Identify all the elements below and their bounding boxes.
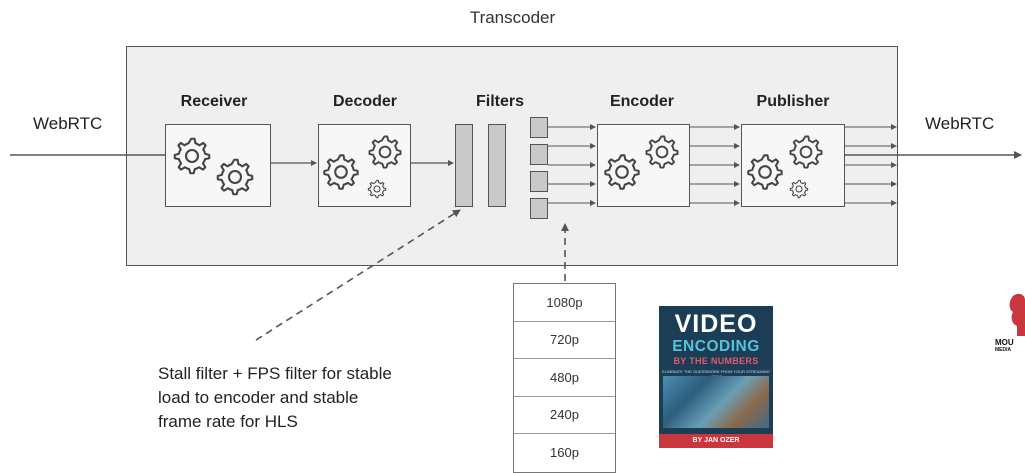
gear-icon xyxy=(368,135,402,169)
book-subtitle-2: BY THE NUMBERS xyxy=(673,356,759,366)
scaler-filter-2 xyxy=(530,144,548,165)
input-label: WebRTC xyxy=(33,114,103,133)
gear-icon xyxy=(747,154,783,190)
stage-label-filters: Filters xyxy=(475,93,524,110)
resolution-row: 480p xyxy=(514,359,615,397)
output-label: WebRTC xyxy=(925,114,995,133)
stall-filter-bar xyxy=(455,124,473,207)
stage-label-decoder: Decoder xyxy=(332,93,398,110)
note-line: frame rate for HLS xyxy=(158,412,298,431)
book-cover-image xyxy=(663,376,769,428)
stage-label-receiver: Receiver xyxy=(180,93,248,110)
note-line: load to encoder and stable xyxy=(158,388,359,407)
stage-label-encoder: Encoder xyxy=(609,93,674,110)
scaler-filter-1 xyxy=(530,117,548,138)
gear-icon xyxy=(367,179,387,199)
book-author: BY JAN OZER xyxy=(659,434,773,448)
resolution-row: 240p xyxy=(514,397,615,434)
book-cover: VIDEO ENCODING BY THE NUMBERS ELIMINATE … xyxy=(659,306,773,448)
scaler-filter-3 xyxy=(530,171,548,192)
gear-icon xyxy=(604,154,640,190)
encoder-box xyxy=(597,124,690,207)
book-subtitle: ENCODING xyxy=(672,338,760,355)
resolution-table: 1080p 720p 480p 240p 160p xyxy=(513,283,616,473)
decoder-box xyxy=(318,124,411,207)
logo-subtext: MEDIA xyxy=(995,347,1012,353)
filter-note: Stall filter + FPS filter for stable loa… xyxy=(158,362,458,434)
gear-icon xyxy=(173,137,211,175)
receiver-box xyxy=(165,124,271,207)
resolution-row: 720p xyxy=(514,322,615,359)
resolution-row: 160p xyxy=(550,445,579,461)
book-title: VIDEO xyxy=(674,310,758,338)
stage-label-publisher: Publisher xyxy=(756,93,830,110)
gear-icon xyxy=(789,135,823,169)
gear-icon xyxy=(323,154,359,190)
gear-icon xyxy=(645,135,679,169)
gear-icon xyxy=(216,158,254,196)
scaler-filter-4 xyxy=(530,198,548,219)
gear-icon xyxy=(789,179,809,199)
note-line: Stall filter + FPS filter for stable xyxy=(158,364,392,383)
fps-filter-bar xyxy=(488,124,506,207)
diagram-title: Transcoder xyxy=(469,8,556,27)
note-dashed-arrow xyxy=(255,209,461,341)
logo-text: MOU xyxy=(995,338,1014,347)
resolution-row: 1080p xyxy=(514,284,615,322)
ram-logo-icon xyxy=(1009,293,1025,336)
